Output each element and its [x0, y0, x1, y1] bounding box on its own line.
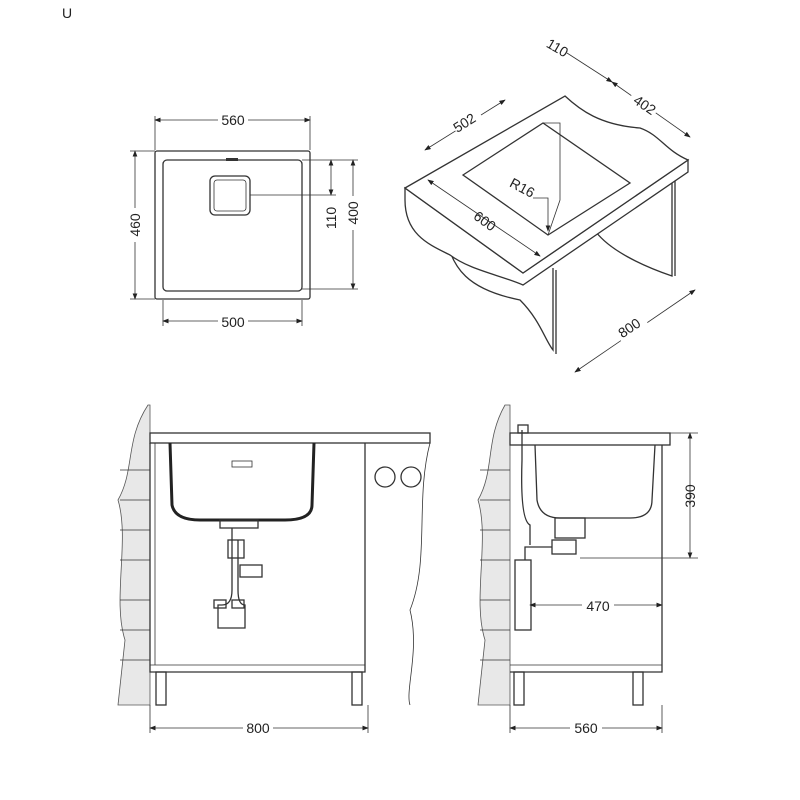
dim-560: 560	[221, 112, 245, 128]
iso-view: 600 502 402 110 R16 800	[403, 35, 696, 373]
dim-110: 110	[323, 207, 339, 230]
side-view: 390 470 560	[477, 404, 698, 736]
dim-800-front: 800	[246, 720, 270, 736]
sink-bowl-side	[534, 444, 656, 519]
siphon-side-icon	[514, 559, 532, 631]
dim-560-side: 560	[574, 720, 598, 736]
siphon-icon	[217, 528, 246, 629]
plan-view: 560 500 460 110 400	[127, 110, 361, 330]
drain-icon	[209, 175, 251, 216]
dim-390: 390	[682, 484, 698, 508]
dim-110-iso: 110	[544, 35, 572, 60]
dim-460: 460	[127, 213, 143, 237]
dim-470: 470	[586, 598, 610, 614]
dim-500: 500	[221, 314, 245, 330]
model-label: U	[62, 5, 72, 21]
sink-bowl	[168, 442, 316, 522]
front-view: 800	[117, 404, 431, 736]
dim-400: 400	[345, 201, 361, 225]
